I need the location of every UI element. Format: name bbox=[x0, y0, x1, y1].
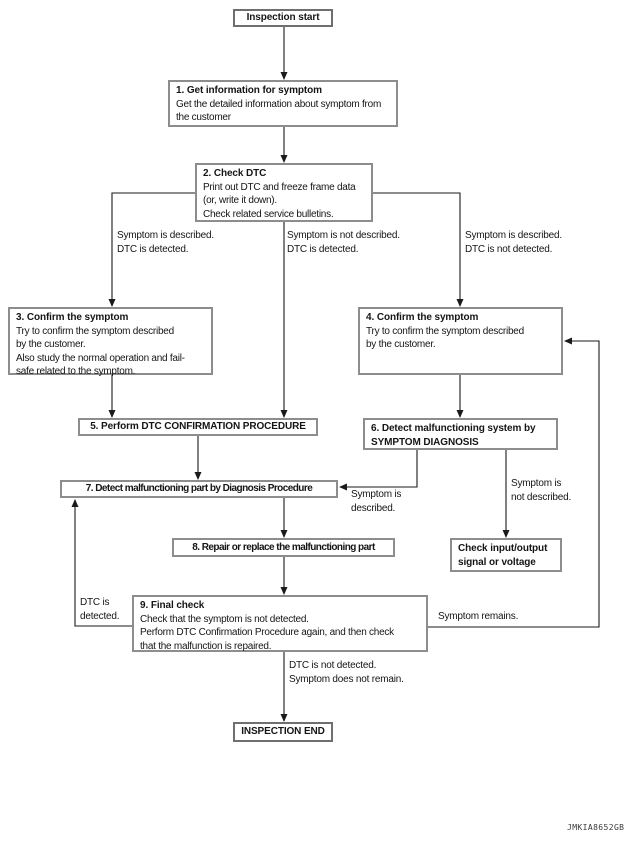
label-symptom-described-dtc-detected: Symptom is described. DTC is detected. bbox=[117, 230, 214, 255]
node-text-line: the customer bbox=[176, 112, 231, 123]
node-step2-check-dtc: 2. Check DTC Print out DTC and freeze fr… bbox=[195, 163, 373, 222]
node-step1-get-information: 1. Get information for symptom Get the d… bbox=[168, 80, 398, 127]
label-dtc-not-detected-symptom-does-not-remain: DTC is not detected. Symptom does not re… bbox=[289, 660, 404, 685]
node-title: SYMPTOM DIAGNOSIS bbox=[371, 436, 479, 448]
connector-step2-to-step3 bbox=[108, 192, 195, 307]
node-title: 4. Confirm the symptom bbox=[366, 312, 479, 323]
label-symptom-is-not-described: Symptom is not described. bbox=[511, 478, 572, 503]
node-step4-confirm-symptom: 4. Confirm the symptom Try to confirm th… bbox=[358, 307, 563, 375]
node-title: 8. Repair or replace the malfunctioning … bbox=[192, 541, 375, 553]
label-symptom-is-described: Symptom is described. bbox=[351, 489, 402, 514]
node-label: Inspection start bbox=[246, 12, 320, 24]
node-text-line: by the customer. bbox=[16, 339, 86, 350]
connector-step2-to-step4 bbox=[373, 192, 464, 307]
node-text-line: Also study the normal operation and fail… bbox=[16, 352, 185, 364]
node-text-line: Try to confirm the symptom described bbox=[16, 325, 174, 337]
node-title: signal or voltage bbox=[458, 556, 536, 568]
node-inspection-start: Inspection start bbox=[233, 9, 333, 27]
node-inspection-end: INSPECTION END bbox=[233, 722, 333, 742]
node-label: INSPECTION END bbox=[241, 726, 325, 738]
label-symptom-not-described-dtc-detected: Symptom is not described. DTC is detecte… bbox=[287, 230, 400, 255]
connector-step9-loop-to-step4 bbox=[428, 337, 600, 628]
node-text-line: Check that the symptom is not detected. bbox=[140, 613, 309, 625]
node-step8-repair-or-replace: 8. Repair or replace the malfunctioning … bbox=[172, 538, 395, 557]
connector-step6-to-step7 bbox=[339, 450, 418, 491]
node-title: 7. Detect malfunctioning part by Diagnos… bbox=[85, 483, 313, 495]
node-title: 2. Check DTC bbox=[203, 168, 267, 179]
node-step6-symptom-diagnosis: 6. Detect malfunctioning system by SYMPT… bbox=[363, 418, 558, 450]
figure-code: JMKIA8652GB bbox=[567, 823, 625, 832]
node-text-line: Perform DTC Confirmation Procedure again… bbox=[140, 627, 394, 638]
node-text-line: safe related to the symptom. bbox=[16, 366, 136, 377]
node-title: Check input/output bbox=[458, 543, 548, 554]
node-text-line: that the malfunction is repaired. bbox=[140, 640, 272, 652]
node-title: 1. Get information for symptom bbox=[176, 85, 322, 96]
node-text-line: Print out DTC and freeze frame data bbox=[203, 181, 356, 193]
node-text-line: Get the detailed information about sympt… bbox=[176, 98, 382, 110]
label-dtc-is-detected: DTC is detected. bbox=[80, 597, 120, 622]
node-text-line: Try to confirm the symptom described bbox=[366, 325, 524, 337]
node-step9-final-check: 9. Final check Check that the symptom is… bbox=[132, 595, 428, 652]
node-title: 3. Confirm the symptom bbox=[16, 312, 129, 323]
node-text-line: by the customer. bbox=[366, 339, 436, 350]
label-symptom-remains: Symptom remains. bbox=[438, 611, 519, 622]
node-text-line: Check related service bulletins. bbox=[203, 208, 334, 220]
node-step5-dtc-confirmation-procedure: 5. Perform DTC CONFIRMATION PROCEDURE bbox=[78, 418, 318, 436]
node-check-input-output: Check input/output signal or voltage bbox=[450, 538, 562, 572]
node-step7-detect-malfunctioning-part: 7. Detect malfunctioning part by Diagnos… bbox=[60, 480, 338, 498]
node-step3-confirm-symptom: 3. Confirm the symptom Try to confirm th… bbox=[8, 307, 213, 377]
node-title: 9. Final check bbox=[140, 600, 205, 611]
node-title: 6. Detect malfunctioning system by bbox=[371, 423, 536, 434]
label-symptom-described-dtc-not-detected: Symptom is described. DTC is not detecte… bbox=[465, 230, 562, 255]
node-title: 5. Perform DTC CONFIRMATION PROCEDURE bbox=[90, 421, 306, 433]
connector-step9-loop-to-step7 bbox=[71, 499, 132, 627]
node-text-line: (or, write it down). bbox=[203, 195, 277, 206]
